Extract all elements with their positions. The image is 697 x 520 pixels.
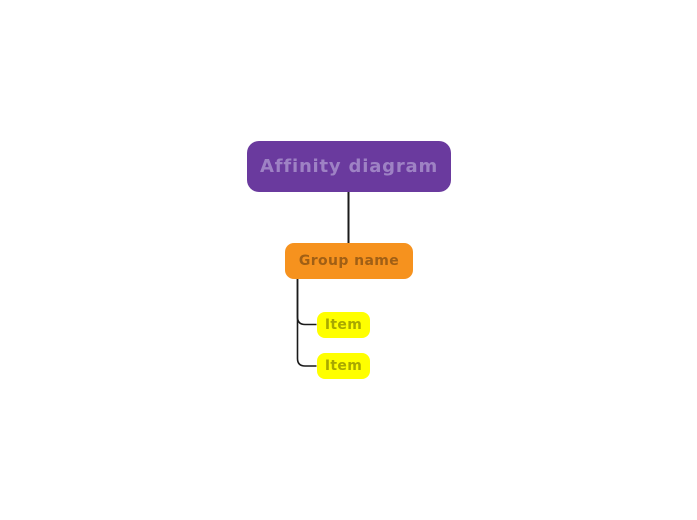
- node-group-name[interactable]: Group name: [285, 243, 413, 279]
- node-item-1-label: Item: [324, 317, 363, 333]
- connector-group-to-item-2: [296, 279, 317, 367]
- node-group-name-label: Group name: [298, 253, 400, 269]
- node-affinity-diagram-label: Affinity diagram: [259, 156, 439, 177]
- connector-group-to-item-1: [296, 279, 317, 326]
- node-item-1[interactable]: Item: [317, 312, 370, 338]
- node-item-2-label: Item: [324, 358, 363, 374]
- node-item-2[interactable]: Item: [317, 353, 370, 379]
- node-affinity-diagram[interactable]: Affinity diagram: [247, 141, 451, 192]
